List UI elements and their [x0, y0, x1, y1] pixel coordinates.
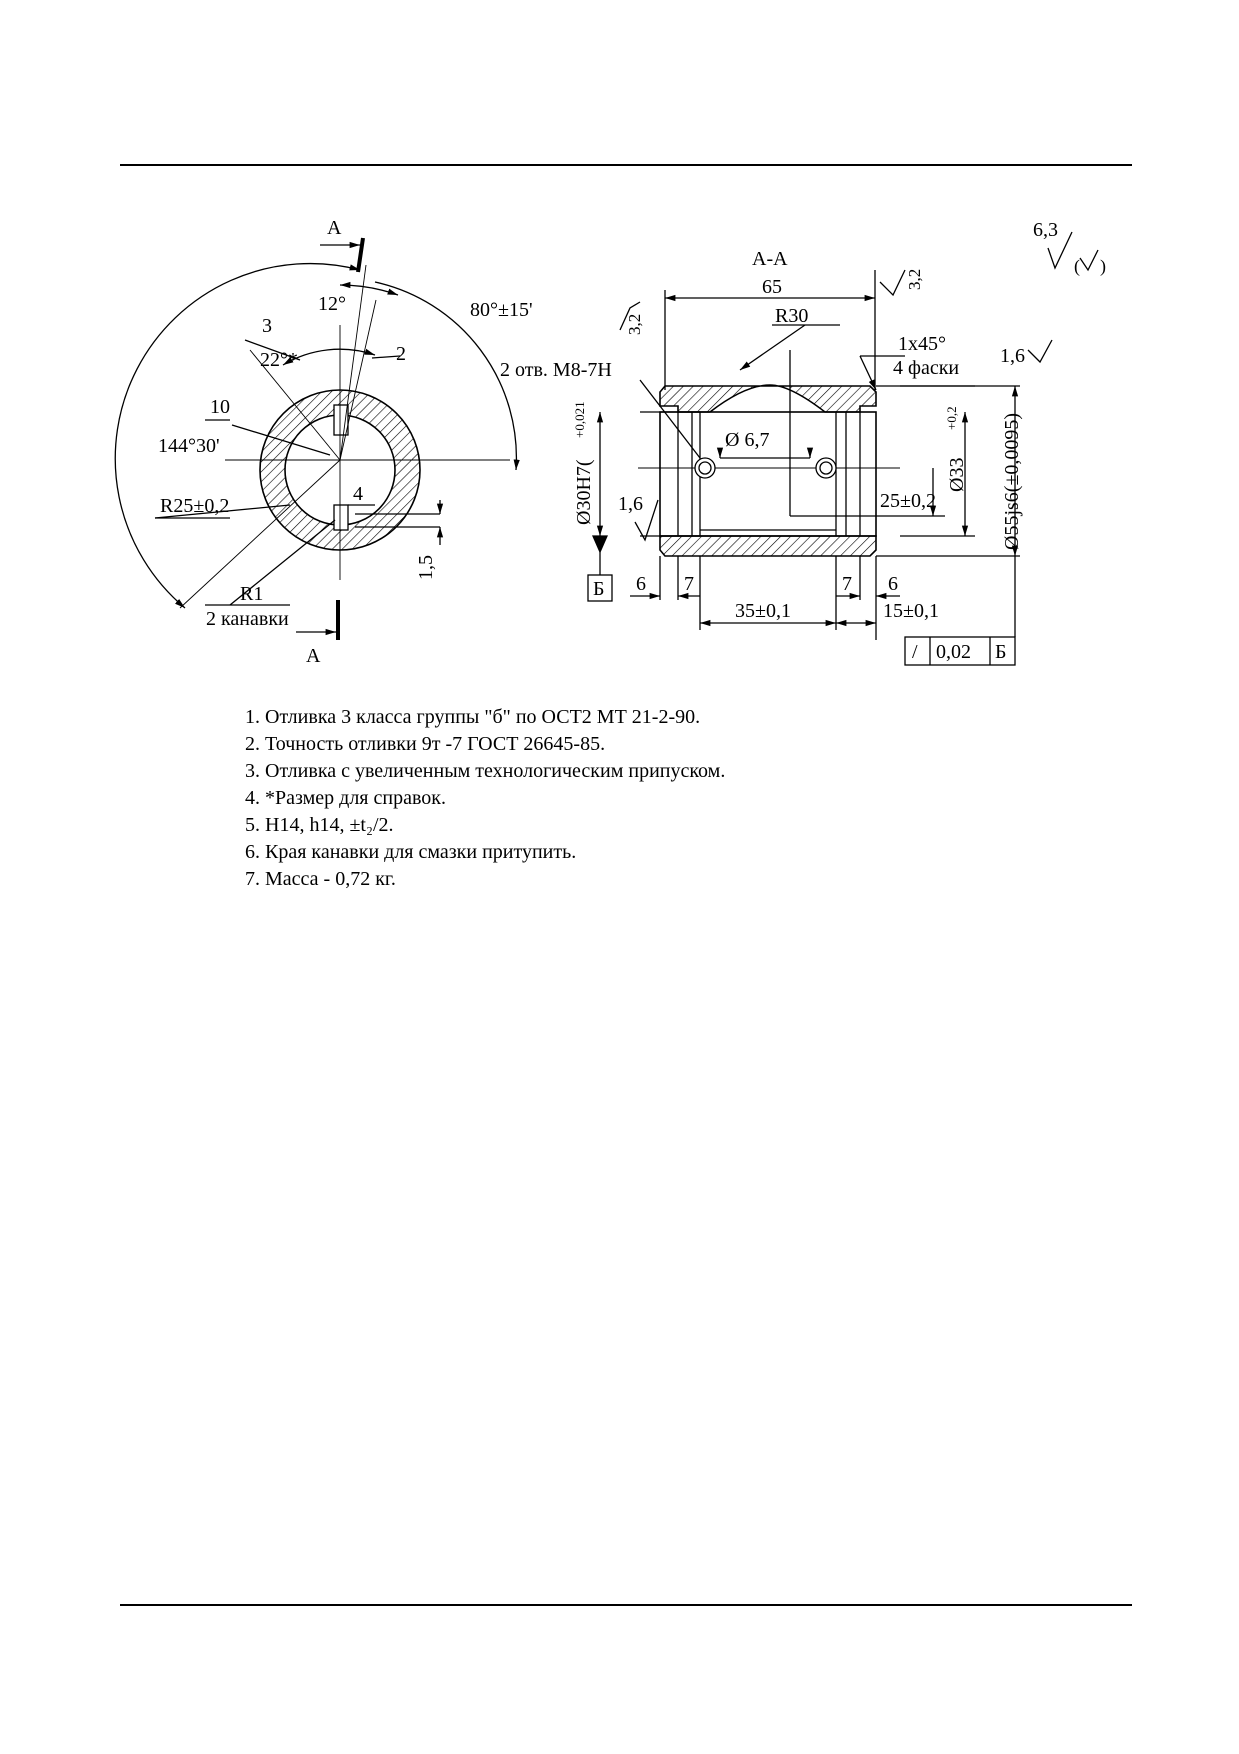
hole-left [694, 457, 716, 479]
arc-80deg [374, 281, 520, 471]
general-roughness-label: 6,3 [1033, 219, 1058, 241]
svg-text:): ) [1100, 256, 1106, 277]
datum-label: Б [593, 578, 604, 600]
dim-4-label: 4 [353, 483, 363, 505]
groove-offset-label: 25±0,2 [880, 490, 936, 512]
angle-22-label: 22°* [260, 349, 298, 371]
end-view-labels: А А 12° 80°±15' 3 2 22°* 10 144°30' R25±… [158, 217, 533, 667]
dim-3-label: 3 [262, 315, 272, 337]
step-left-label: 7 [684, 573, 694, 595]
note-item: 5. Н14, h14, ±t₂/2. [245, 814, 394, 836]
length-dim-label: 65 [762, 276, 782, 298]
general-roughness-mark [1047, 231, 1073, 270]
note-item: 3. Отливка с увеличенным технологическим… [245, 760, 726, 782]
note-item: 6. Края канавки для смазки притупить. [245, 841, 577, 863]
section-inner-body [659, 411, 877, 537]
note-item: 1. Отливка 3 класса группы "б" по ОСТ2 М… [245, 706, 701, 728]
top-border-line [120, 164, 1132, 166]
bore-dim-label: Ø30Н7( [573, 459, 595, 525]
section-view [587, 231, 1099, 666]
grooves-label: 2 канавки [206, 608, 289, 630]
arc-144deg [114, 262, 361, 609]
outer-dim-label: Ø55js6(±0,0095) [1001, 413, 1023, 550]
step-right-label: 7 [842, 573, 852, 595]
end-view [114, 237, 520, 640]
tolerance-datum: Б [995, 641, 1006, 663]
end-right-label: 6 [888, 573, 898, 595]
cut-marker-top [356, 237, 365, 273]
dim-2-label: 2 [396, 343, 406, 365]
end-left-label: 6 [636, 573, 646, 595]
cut-label-bottom: А [306, 645, 321, 667]
roughness-outer-label: 1,6 [1000, 345, 1025, 367]
holes-callout-label: 2 отв. М8-7Н [500, 359, 612, 381]
angle-144-label: 144°30' [158, 435, 220, 457]
roughness-right-label: 3,2 [905, 269, 924, 290]
angle-12-label: 12° [318, 293, 346, 315]
inner-dim-label: Ø33 [946, 458, 968, 492]
tolerance-symbol: / [912, 641, 918, 663]
arc-22deg [282, 348, 376, 366]
dim-1-5-label: 1,5 [415, 555, 437, 580]
tolerance-value: 0,02 [936, 641, 971, 663]
chamfer-label: 1x45° [898, 333, 946, 355]
technical-notes: 1. Отливка 3 класса группы "б" по ОСТ2 М… [245, 704, 725, 893]
datum-box [587, 574, 613, 602]
angle-80-label: 80°±15' [470, 299, 533, 321]
radius-1-label: R1 [240, 583, 263, 605]
hole-right [815, 457, 837, 479]
bottom-border-line [120, 1604, 1132, 1606]
dim-10-label: 10 [210, 396, 230, 418]
arc-12deg [339, 281, 399, 296]
datum-triangle [592, 535, 608, 554]
top-groove [333, 404, 349, 436]
bottom-groove [333, 504, 349, 531]
section-upper-wall [659, 384, 877, 413]
roughness-left-label: 3,2 [625, 314, 644, 335]
section-lower-wall [659, 535, 877, 557]
roughness-bore-label: 1,6 [618, 493, 643, 515]
note-item: 2. Точность отливки 9т -7 ГОСТ 26645-85. [245, 733, 606, 755]
chamfer-count-label: 4 фаски [893, 357, 959, 379]
section-view-labels: А-А 65 R30 1x45° 4 фаски 2 отв. М8-7Н Ø … [500, 219, 1106, 663]
hole-offset-label: 15±0,1 [883, 600, 939, 622]
hole-diameter-label: Ø 6,7 [725, 429, 769, 451]
note-item: 4. *Размер для справок. [245, 787, 446, 809]
bore-tol-label: +0,021 [572, 401, 587, 438]
section-title: А-А [752, 248, 788, 270]
tolerance-frame [904, 636, 1016, 666]
groove-radius-label: R30 [775, 305, 808, 327]
technical-drawing: А А 12° 80°±15' 3 2 22°* 10 144°30' R25±… [114, 217, 1106, 667]
cut-label-top: А [327, 217, 342, 239]
radius-25-label: R25±0,2 [160, 495, 229, 517]
inner-tol-label: +0,2 [944, 406, 959, 430]
svg-text:(: ( [1074, 256, 1080, 277]
note-item: 7. Масса - 0,72 кг. [245, 868, 396, 890]
hole-spacing-label: 35±0,1 [735, 600, 791, 622]
